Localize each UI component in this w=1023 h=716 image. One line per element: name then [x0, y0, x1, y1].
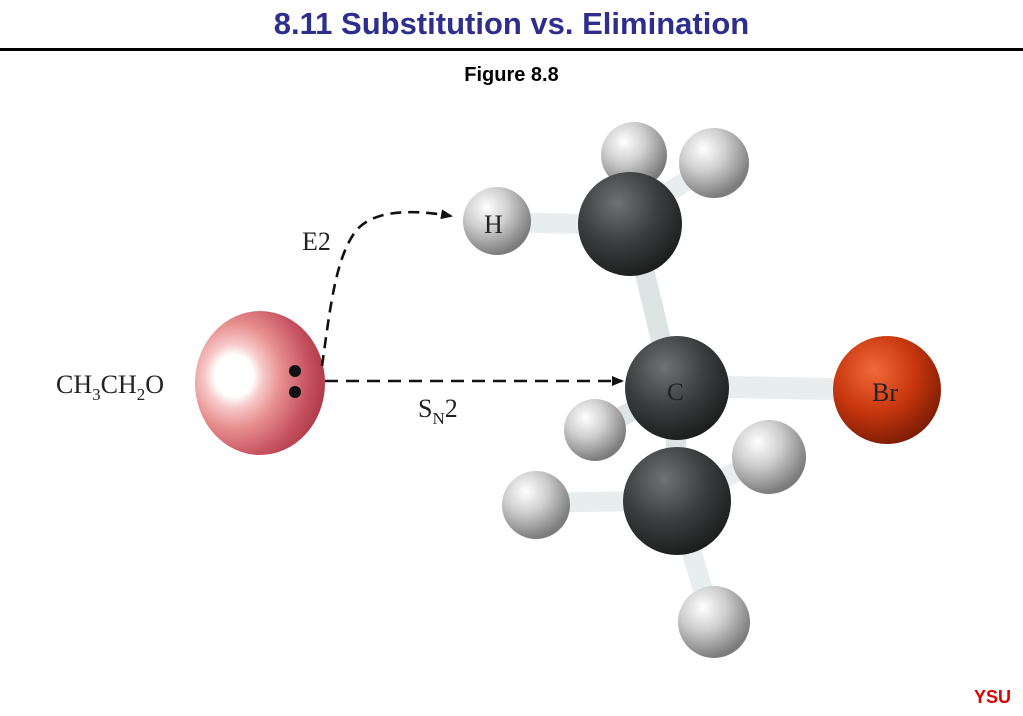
nucleophile-formula: CH3CH2O	[56, 370, 164, 404]
sn2-label-subscript: N	[432, 409, 444, 428]
slide-title: 8.11 Substitution vs. Elimination	[273, 6, 750, 41]
title-divider	[0, 48, 1023, 51]
hydrogen-atom-top-right	[679, 128, 749, 198]
bromine-atom	[833, 336, 941, 444]
hydrogen-label: H	[484, 210, 503, 239]
carbon-atom-bottom	[623, 447, 731, 555]
lone-pair-dot-lower	[289, 386, 301, 398]
hydrogen-atom-bottom-down	[678, 586, 750, 658]
lone-pair-dot-upper	[289, 365, 301, 377]
formula-ch-2: CH	[101, 370, 137, 399]
hydrogen-atom-bottom-right	[732, 420, 806, 494]
e2-label: E2	[302, 227, 331, 256]
footer-logo-text: YSU	[973, 687, 1011, 707]
sn2-label-tail: 2	[445, 394, 458, 423]
bromine-label: Br	[872, 378, 898, 407]
formula-sub-2: 2	[137, 385, 146, 404]
formula-o: O	[145, 370, 164, 399]
hydrogen-atom-target	[463, 187, 531, 255]
sn2-label: SN2	[418, 394, 458, 428]
carbon-atom-central	[625, 336, 729, 440]
formula-ch-1: CH	[56, 370, 92, 399]
carbon-atom-top	[578, 172, 682, 276]
carbon-label: C	[667, 379, 684, 406]
oxygen-atom	[195, 311, 325, 455]
formula-sub-3: 3	[92, 385, 101, 404]
sn2-label-main: S	[418, 394, 432, 423]
hydrogen-atom-top-back	[601, 122, 667, 188]
hydrogen-atom-bottom-left	[502, 471, 570, 539]
figure-caption: Figure 8.8	[464, 64, 559, 86]
e2-arrow	[320, 209, 453, 367]
hydrogen-atom-c-left	[564, 399, 626, 461]
